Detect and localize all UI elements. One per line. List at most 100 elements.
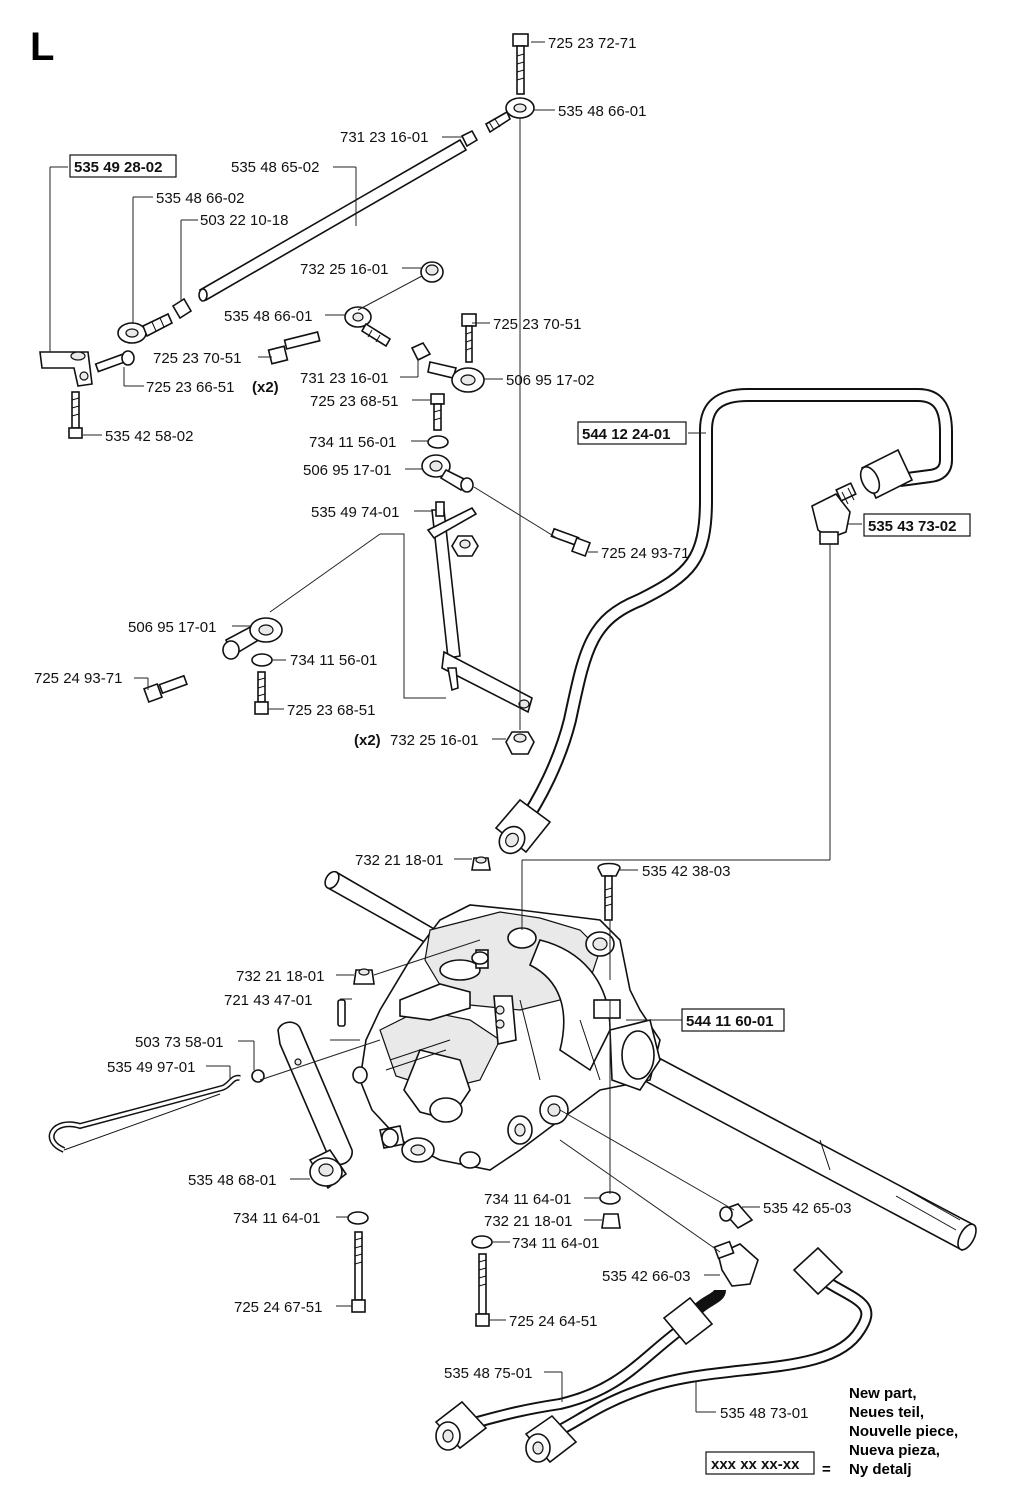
label-535-42-65-03: 535 42 65-03 <box>763 1200 851 1217</box>
label-734-11-56-01-upper: 734 11 56-01 <box>309 434 396 451</box>
mid-bolt-left <box>267 331 321 365</box>
label-535-43-73-02: 535 43 73-02 <box>868 518 956 535</box>
label-535-48-66-01-mid: 535 48 66-01 <box>224 308 312 325</box>
pipe-fitting-top <box>859 448 914 500</box>
transaxle-housing <box>352 904 661 1171</box>
upper-washer <box>427 435 449 449</box>
control-rod <box>48 1074 241 1153</box>
label-725-23-68-51-lower: 725 23 68-51 <box>287 702 375 719</box>
label-732-25-16-01-lower: 732 25 16-01 <box>390 732 478 749</box>
washer-left <box>347 1211 369 1225</box>
ball-joint-17-02 <box>427 361 485 393</box>
upper-nut-732 <box>420 261 444 283</box>
new-part-box-535-49-28-02 <box>69 154 177 178</box>
legend: xxx xx xx-xx = New part, Neues teil, Nou… <box>705 1385 958 1478</box>
long-bolt-67-51 <box>351 1231 366 1313</box>
label-535-49-97-01: 535 49 97-01 <box>107 1059 195 1076</box>
label-535-48-68-01: 535 48 68-01 <box>188 1172 276 1189</box>
right-axle <box>631 1046 977 1252</box>
label-506-95-17-02: 506 95 17-02 <box>506 372 594 389</box>
left-axle <box>324 870 438 946</box>
housing-long-bolt <box>597 862 621 921</box>
middle-rod-end <box>344 306 392 348</box>
new-part-box-535-43-73-02 <box>863 513 971 537</box>
control-lever-plate <box>259 1021 381 1166</box>
label-721-43-47-01: 721 43 47-01 <box>224 992 312 1009</box>
pipe-fitting-bottom <box>494 798 552 855</box>
legend-sample: xxx xx xx-xx <box>711 1456 800 1473</box>
legend-line-1: New part, <box>849 1385 917 1402</box>
label-725-23-66-51: 725 23 66-51 <box>146 379 234 396</box>
label-731-23-16-01-mid: 731 23 16-01 <box>300 370 388 387</box>
mid-nut <box>410 341 432 362</box>
legend-line-2: Neues teil, <box>849 1404 924 1421</box>
bracket-lower-bolt <box>68 391 83 439</box>
top-bolt <box>512 33 529 95</box>
transaxle-assembly <box>48 856 977 1464</box>
fitting-65-03 <box>719 1203 754 1230</box>
spacer-68-01 <box>308 1148 348 1190</box>
label-725-24-93-71-left: 725 24 93-71 <box>34 670 122 687</box>
pipe-inner <box>515 390 951 831</box>
label-725-23-70-51-vertical: 725 23 70-51 <box>493 316 581 333</box>
label-535-42-58-02: 535 42 58-02 <box>105 428 193 445</box>
leader-lines <box>49 41 862 1413</box>
linkage-assembly <box>39 33 591 755</box>
label-725-23-70-51-left: 725 23 70-51 <box>153 350 241 367</box>
clip-503 <box>251 1069 265 1083</box>
lower-bolt-68 <box>254 671 269 715</box>
pin-721 <box>337 999 346 1027</box>
label-725-23-66-51-qty: (x2) <box>252 379 279 396</box>
lever-bolt-93 <box>550 527 591 557</box>
pipe-75-01 <box>434 1288 726 1451</box>
lower-washer <box>251 653 273 667</box>
label-535-49-28-02: 535 49 28-02 <box>74 159 162 176</box>
upper-bolt-68 <box>430 393 445 431</box>
label-725-24-64-51: 725 24 64-51 <box>509 1313 597 1330</box>
label-732-21-18-01-top: 732 21 18-01 <box>355 852 443 869</box>
label-535-48-66-02: 535 48 66-02 <box>156 190 244 207</box>
label-535-48-65-02: 535 48 65-02 <box>231 159 319 176</box>
label-734-11-56-01-lower: 734 11 56-01 <box>290 652 377 669</box>
new-part-box-544-11-60-01 <box>681 1008 785 1032</box>
upper-ball-joint-17-01 <box>421 454 474 493</box>
housing-left-nut <box>353 968 375 985</box>
legend-sample-box <box>705 1451 815 1475</box>
label-535-42-38-03: 535 42 38-03 <box>642 863 730 880</box>
bolt-64-51 <box>475 1253 490 1327</box>
legend-line-3: Nouvelle piece, <box>849 1423 958 1440</box>
label-535-48-75-01: 535 48 75-01 <box>444 1365 532 1382</box>
part-labels: 725 23 72-71 535 48 66-01 731 23 16-01 5… <box>34 35 971 1422</box>
bracket-bolt <box>94 350 135 373</box>
label-725-23-68-51-upper: 725 23 68-51 <box>310 393 398 410</box>
lower-nut-732 <box>505 731 535 755</box>
hydraulic-pipe-assembly <box>494 388 953 855</box>
top-nut <box>460 129 479 148</box>
label-503-22-10-18: 503 22 10-18 <box>200 212 288 229</box>
label-535-49-74-01: 535 49 74-01 <box>311 504 399 521</box>
label-506-95-17-01-lower: 506 95 17-01 <box>128 619 216 636</box>
left-nut <box>171 297 193 320</box>
lever-nut <box>451 535 479 557</box>
mid-bolt-vertical <box>461 313 477 363</box>
label-535-48-73-01: 535 48 73-01 <box>720 1405 808 1422</box>
section-letter: L <box>30 25 54 69</box>
label-734-11-64-01-center: 734 11 64-01 <box>512 1235 599 1252</box>
assembly-outline-2 <box>269 533 381 613</box>
left-rod-end <box>117 312 174 344</box>
label-544-12-24-01: 544 12 24-01 <box>582 426 670 443</box>
lower-bolt-93 <box>143 674 188 703</box>
label-734-11-64-01-left: 734 11 64-01 <box>233 1210 320 1227</box>
label-732-21-18-01-left: 732 21 18-01 <box>236 968 324 985</box>
legend-line-4: Nueva pieza, <box>849 1442 940 1459</box>
label-731-23-16-01-top: 731 23 16-01 <box>340 129 428 146</box>
label-544-11-60-01: 544 11 60-01 <box>686 1013 774 1030</box>
label-506-95-17-01-upper: 506 95 17-01 <box>303 462 391 479</box>
washer-center <box>471 1235 493 1249</box>
label-725-24-67-51: 725 24 67-51 <box>234 1299 322 1316</box>
label-725-24-93-71-right: 725 24 93-71 <box>601 545 689 562</box>
top-rod-end <box>484 97 535 134</box>
label-535-42-66-03: 535 42 66-03 <box>602 1268 690 1285</box>
